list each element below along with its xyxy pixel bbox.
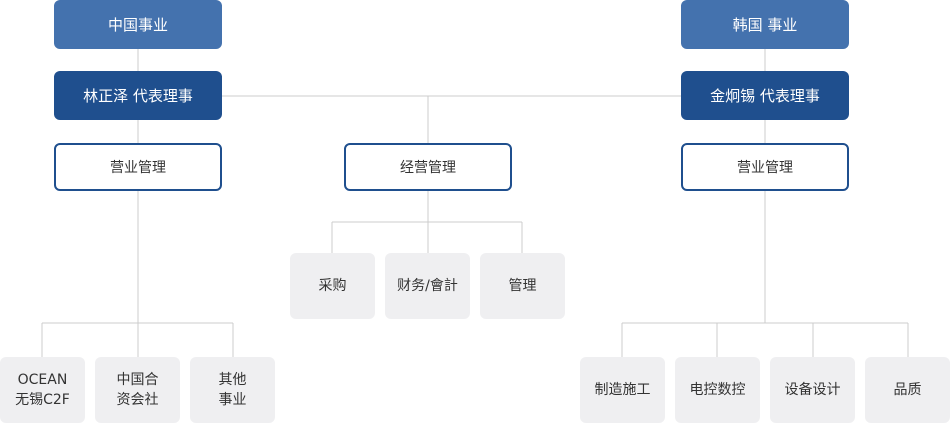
china-ceo-box: 林正泽 代表理事	[54, 71, 222, 120]
center-management-label: 经营管理	[400, 160, 456, 176]
korea-ceo-label: 金炯锡 代表理事	[710, 87, 820, 105]
china-unit-other: 其他 事业	[190, 357, 275, 423]
china-sales-box: 营业管理	[54, 143, 222, 191]
korea-unit-label: 制造施工	[594, 382, 651, 398]
china-unit-ocean: OCEAN 无锡C2F	[0, 357, 85, 423]
korea-unit-quality: 品质	[865, 357, 950, 423]
korea-unit-label: 设备设计	[784, 382, 841, 398]
korea-ceo-box: 金炯锡 代表理事	[681, 71, 849, 120]
china-unit-label: 其他 事业	[218, 372, 247, 408]
center-unit-purchasing: 采购	[290, 253, 375, 319]
center-unit-label: 采购	[318, 278, 347, 294]
korea-division-label: 韩国 事业	[732, 16, 798, 34]
korea-unit-label: 电控数控	[689, 382, 746, 398]
korea-unit-equipment-design: 设备设计	[770, 357, 855, 423]
china-division-label: 中国事业	[107, 16, 168, 34]
center-management-box: 经营管理	[344, 143, 512, 191]
korea-sales-label: 营业管理	[737, 160, 793, 176]
korea-sales-box: 营业管理	[681, 143, 849, 191]
center-unit-label: 管理	[508, 278, 537, 294]
korea-unit-electrical-control: 电控数控	[675, 357, 760, 423]
china-sales-label: 营业管理	[110, 160, 166, 176]
china-unit-joint-venture: 中国合 资会社	[95, 357, 180, 423]
center-unit-label: 财务/會計	[397, 278, 458, 294]
china-unit-label: OCEAN 无锡C2F	[15, 372, 70, 408]
china-ceo-label: 林正泽 代表理事	[83, 87, 193, 105]
korea-division-box: 韩国 事业	[681, 0, 849, 49]
korea-unit-manufacturing: 制造施工	[580, 357, 665, 423]
china-unit-label: 中国合 资会社	[116, 372, 159, 408]
korea-unit-label: 品质	[893, 382, 922, 398]
center-unit-admin: 管理	[480, 253, 565, 319]
china-division-box: 中国事业	[54, 0, 222, 49]
center-unit-finance: 财务/會計	[385, 253, 470, 319]
